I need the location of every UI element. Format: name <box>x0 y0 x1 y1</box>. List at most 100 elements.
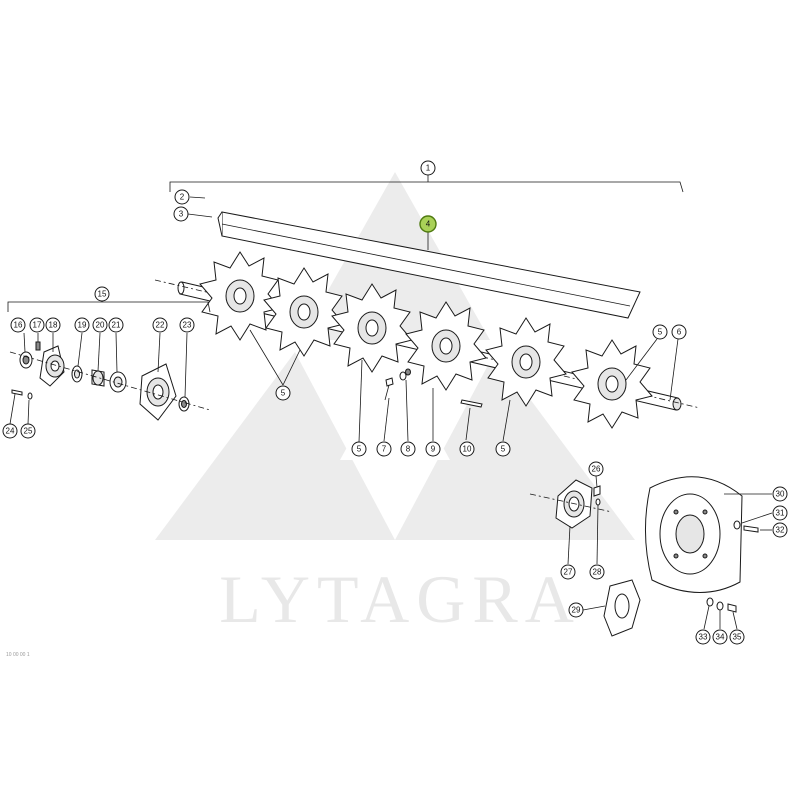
callout-18[interactable]: 18 <box>45 317 61 333</box>
nut-34 <box>716 601 724 611</box>
sprocket-4 <box>405 301 487 391</box>
callout-28[interactable]: 28 <box>589 564 605 580</box>
nut-8 <box>405 368 411 376</box>
callout-4[interactable]: 4 <box>419 215 437 233</box>
svg-text:5: 5 <box>501 445 506 454</box>
callout-16[interactable]: 16 <box>10 317 26 333</box>
drive-disk <box>645 476 759 613</box>
angle-cover <box>217 211 641 319</box>
svg-text:20: 20 <box>96 321 105 330</box>
callout-29[interactable]: 29 <box>568 602 584 618</box>
callout-25[interactable]: 25 <box>20 423 36 439</box>
callout-27[interactable]: 27 <box>560 564 576 580</box>
svg-text:6: 6 <box>677 328 682 337</box>
callout-2[interactable]: 2 <box>174 189 190 205</box>
hub-group <box>529 479 641 637</box>
svg-text:21: 21 <box>112 321 121 330</box>
sprocket-1 <box>199 251 281 341</box>
callout-group: 1 2 3 4 5 5 5 5 6 7 8 9 10 15 16 17 18 1… <box>2 160 788 645</box>
callout-17[interactable]: 17 <box>29 317 45 333</box>
svg-text:23: 23 <box>183 321 192 330</box>
bolt-26 <box>593 485 601 497</box>
callout-26[interactable]: 26 <box>588 461 604 477</box>
callout-7[interactable]: 7 <box>376 441 392 457</box>
svg-text:35: 35 <box>733 633 742 642</box>
footer-code: 10 00 00 1 <box>6 652 30 658</box>
callout-23[interactable]: 23 <box>179 317 195 333</box>
svg-text:5: 5 <box>281 389 286 398</box>
sprockets <box>199 251 653 429</box>
callout-35[interactable]: 35 <box>729 629 745 645</box>
sprocket-5 <box>485 317 567 407</box>
svg-text:22: 22 <box>156 321 165 330</box>
svg-text:25: 25 <box>24 427 33 436</box>
washer-25 <box>27 392 33 400</box>
callout-24[interactable]: 24 <box>2 423 18 439</box>
sprocket-2 <box>263 267 345 357</box>
svg-text:5: 5 <box>357 445 362 454</box>
callout-5-b[interactable]: 5 <box>351 441 367 457</box>
sprocket-3 <box>331 283 413 373</box>
callout-15[interactable]: 15 <box>94 286 110 302</box>
svg-text:31: 31 <box>776 509 785 518</box>
svg-text:30: 30 <box>776 490 785 499</box>
grease-nipple-17 <box>35 341 41 351</box>
watermark-text: LYTAGRA <box>219 561 581 637</box>
leader-lines <box>9 196 773 630</box>
callout-34[interactable]: 34 <box>712 629 728 645</box>
svg-text:28: 28 <box>593 568 602 577</box>
callout-19[interactable]: 19 <box>74 317 90 333</box>
svg-text:8: 8 <box>406 445 411 454</box>
callout-31[interactable]: 31 <box>772 505 788 521</box>
svg-text:9: 9 <box>431 445 436 454</box>
svg-text:24: 24 <box>6 427 15 436</box>
callout-8[interactable]: 8 <box>400 441 416 457</box>
callout-22[interactable]: 22 <box>152 317 168 333</box>
bracket-assembly-15 <box>7 301 211 313</box>
svg-text:32: 32 <box>776 526 785 535</box>
svg-text:4: 4 <box>426 220 431 229</box>
svg-text:5: 5 <box>658 328 663 337</box>
pin-10 <box>460 399 483 408</box>
svg-text:7: 7 <box>382 445 387 454</box>
nut-28 <box>595 498 601 506</box>
washer-8 <box>399 371 407 381</box>
bolt-32 <box>743 525 759 533</box>
svg-text:19: 19 <box>78 321 87 330</box>
bolt-7 <box>385 377 394 387</box>
callout-20[interactable]: 20 <box>92 317 108 333</box>
sprocket-6 <box>571 339 653 429</box>
svg-text:2: 2 <box>180 193 185 202</box>
callout-32[interactable]: 32 <box>772 522 788 538</box>
svg-text:16: 16 <box>14 321 23 330</box>
svg-text:26: 26 <box>592 465 601 474</box>
callout-10[interactable]: 10 <box>459 441 475 457</box>
bolt-24 <box>11 389 23 396</box>
callout-33[interactable]: 33 <box>695 629 711 645</box>
svg-text:27: 27 <box>564 568 573 577</box>
svg-text:18: 18 <box>49 321 58 330</box>
callout-5-c[interactable]: 5 <box>495 441 511 457</box>
svg-text:29: 29 <box>572 606 581 615</box>
watermark-triangle-inner <box>340 360 450 460</box>
callout-30[interactable]: 30 <box>772 486 788 502</box>
callout-21[interactable]: 21 <box>108 317 124 333</box>
svg-text:15: 15 <box>98 290 107 299</box>
svg-text:34: 34 <box>716 633 725 642</box>
svg-text:3: 3 <box>179 210 184 219</box>
fasteners-center <box>384 368 483 408</box>
callout-5-d[interactable]: 5 <box>652 324 668 340</box>
bolt-35 <box>727 603 737 613</box>
watermark-triangle-left <box>155 352 395 540</box>
callout-5-a[interactable]: 5 <box>275 385 291 401</box>
washer-33 <box>706 597 714 607</box>
washer-31 <box>733 520 741 530</box>
svg-text:10: 10 <box>463 445 472 454</box>
bearing-group <box>9 341 211 421</box>
callout-3[interactable]: 3 <box>173 206 189 222</box>
callout-6[interactable]: 6 <box>671 324 687 340</box>
callout-1[interactable]: 1 <box>420 160 436 176</box>
callout-9[interactable]: 9 <box>425 441 441 457</box>
watermark-logo: LYTAGRA <box>155 172 635 637</box>
